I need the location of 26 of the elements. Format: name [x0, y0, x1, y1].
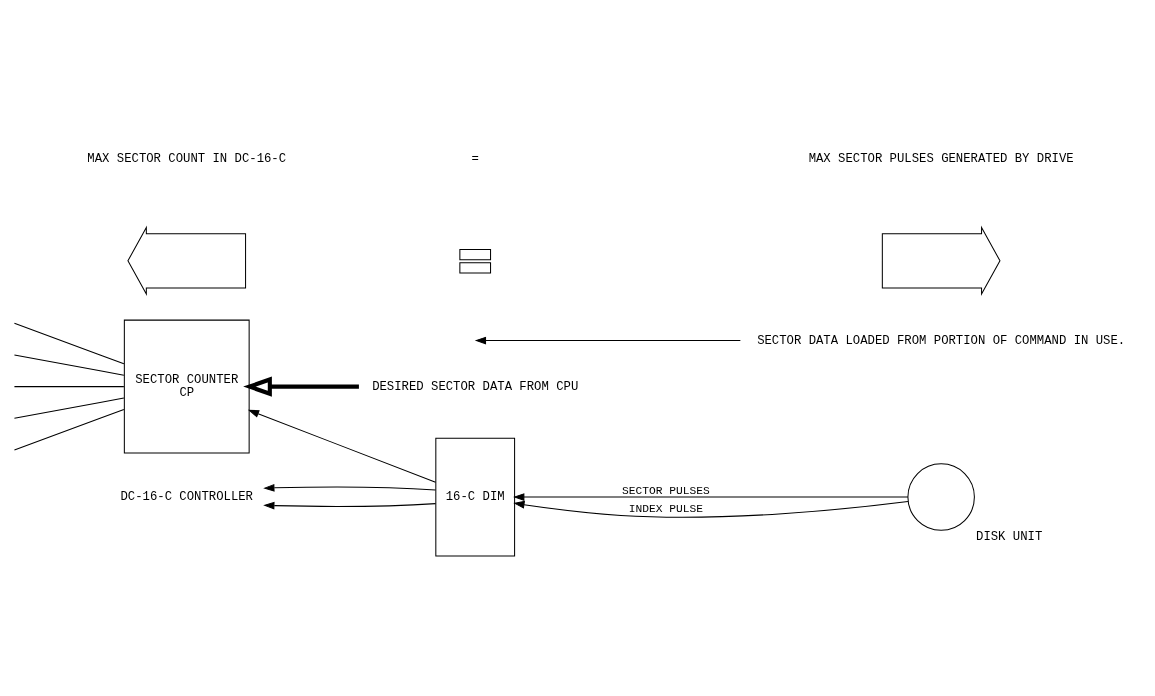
node-text: SECTOR DATA LOADED FROM PORTION OF COMMAND IN USE. [757, 333, 1126, 348]
arrow [474, 336, 741, 345]
connector [13, 322, 125, 365]
label: MAX SECTOR PULSES GENERATED BY DRIVE [808, 151, 1074, 166]
node-box: SECTOR COUNTER CP [123, 319, 250, 454]
connector [13, 386, 125, 388]
node-circle [907, 463, 975, 531]
node-text: DESIRED SECTOR DATA FROM CPU [372, 379, 579, 394]
node-arrow [881, 225, 1001, 296]
label: = [471, 151, 479, 166]
node-box: 16-C DIM [435, 437, 516, 557]
arrow [513, 493, 909, 502]
node-arrow [127, 225, 247, 296]
edge-label: SECTOR PULSES [622, 484, 710, 497]
arrow [243, 376, 359, 397]
node-label: DISK UNIT [976, 530, 1043, 545]
arrow [263, 501, 437, 510]
arrow [247, 409, 437, 483]
connector [13, 409, 125, 451]
node-text: DC-16-C CONTROLLER [120, 490, 253, 505]
connector [13, 397, 125, 419]
arrow [513, 500, 909, 518]
connector [13, 354, 125, 376]
arrow [263, 483, 437, 492]
label: MAX SECTOR COUNT IN DC-16-C [87, 151, 287, 166]
edge-label: INDEX PULSE [628, 503, 704, 516]
